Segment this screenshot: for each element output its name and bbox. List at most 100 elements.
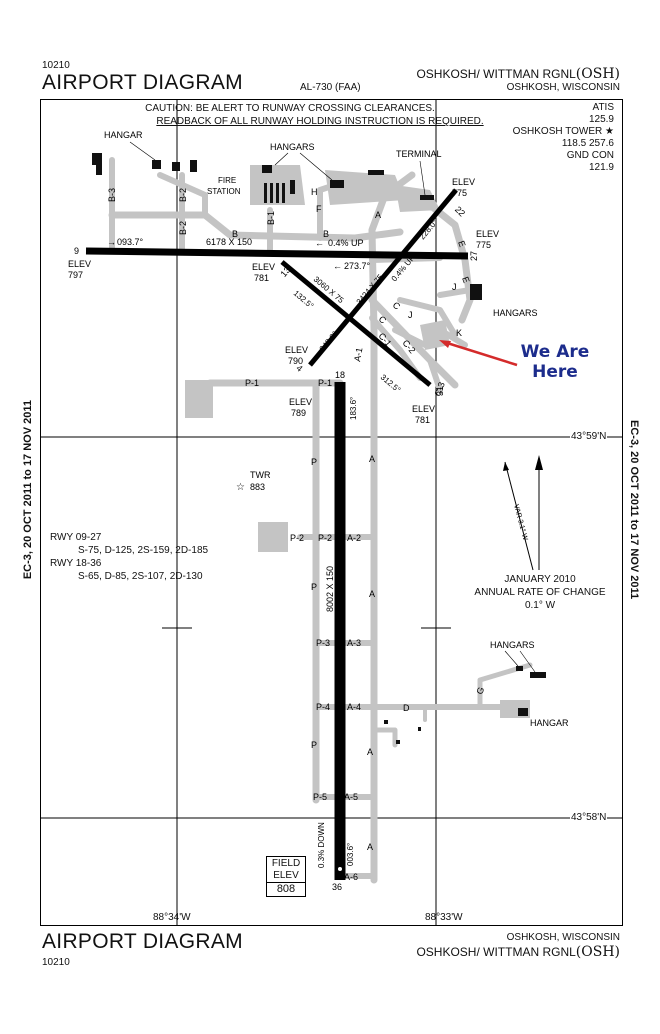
taxiway-h xyxy=(437,287,473,298)
rwy-36-heading: 003.6° xyxy=(346,843,355,866)
apron-hangars xyxy=(325,170,405,205)
field-elev-line1: FIELD xyxy=(271,858,301,869)
taxiway-g xyxy=(477,662,533,710)
twy-c-label-1: C xyxy=(377,314,389,326)
twy-p2-label-e: P-2 xyxy=(318,533,332,543)
tower-star-mark-icon: ★ xyxy=(605,126,614,137)
twy-g-label: G xyxy=(474,686,486,696)
atis-freq: 125.9 xyxy=(588,114,614,125)
chart-title-bottom: AIRPORT DIAGRAM xyxy=(42,930,243,953)
bldg-fire-c xyxy=(276,183,279,203)
caution-line-2: READBACK OF ALL RUNWAY HOLDING INSTRUCTI… xyxy=(156,116,484,127)
twy-p-label-2: P xyxy=(311,582,317,592)
we-are-here-label: We Are Here xyxy=(510,342,600,382)
rwy-9-number: 9 xyxy=(74,246,79,256)
label-fire-1: FIRE xyxy=(218,176,236,185)
atis-label: ATIS xyxy=(592,102,614,113)
elev-781a: 781 xyxy=(254,273,269,283)
rwy-36-number: 36 xyxy=(332,882,342,892)
taxiway-e xyxy=(426,201,474,324)
elev-label-797: ELEV xyxy=(68,259,91,269)
label-hangar-se: HANGAR xyxy=(530,718,569,728)
rwy-9-heading: 093.7° xyxy=(117,237,144,247)
bldg-small-3 xyxy=(418,727,421,731)
rwy-27-number: 27 xyxy=(469,251,479,261)
bldg-hangar-1 xyxy=(330,180,344,188)
rwy-13-number: 13 xyxy=(278,265,292,279)
rwy-27-arrow-icon: ← xyxy=(333,261,342,271)
elev-label-775b: ELEV xyxy=(476,229,499,239)
elev-label-781a: ELEV xyxy=(252,262,275,272)
we-are-here-line2: Here xyxy=(532,362,578,382)
taxiway-j xyxy=(397,297,458,338)
twy-e-label-2: E xyxy=(460,275,471,284)
label-hangars-e: HANGARS xyxy=(493,308,538,318)
elev-label-775a: ELEV xyxy=(452,177,475,187)
rwy-13-heading: 132.5° xyxy=(292,289,316,311)
elev-label-790: ELEV xyxy=(285,345,308,355)
twy-b2-label-2: B-2 xyxy=(178,221,188,235)
we-are-here-arrow xyxy=(443,340,518,367)
bldg-fire-d xyxy=(282,183,285,203)
rwy-27-heading: 273.7° xyxy=(344,261,371,271)
taxiway-network xyxy=(108,157,533,884)
twy-b2-label-1: B-2 xyxy=(178,188,188,202)
variation-label: VAR 3.1° W xyxy=(512,503,529,541)
apron-p2 xyxy=(258,522,288,552)
buildings xyxy=(92,153,546,744)
lat-bottom: 43°58'N xyxy=(570,812,608,823)
label-hangar-nw: HANGAR xyxy=(104,130,143,140)
bldg-fire xyxy=(262,165,272,173)
taxiway-b2-link xyxy=(157,172,208,218)
bldg-hangar-nw xyxy=(152,160,161,169)
bldg-small-2 xyxy=(396,740,400,744)
rwy-9-slope: 0.4% UP xyxy=(328,238,364,248)
airport-code-text: (OSH) xyxy=(575,66,620,82)
bldg-3 xyxy=(190,160,197,172)
variation-rate-value: 0.1° W xyxy=(524,600,556,611)
airport-city-bottom: OSHKOSH, WISCONSIN xyxy=(506,932,620,943)
tower-freq-label: OSHKOSH TOWER xyxy=(512,126,603,137)
elev-label-781b: ELEV xyxy=(412,404,435,414)
bldg-nw1 xyxy=(92,153,102,165)
we-are-here-line1: We Are xyxy=(520,342,590,362)
rwy-9-slope-arrow-icon: ← xyxy=(315,238,324,248)
bldg-2 xyxy=(172,162,180,171)
twy-a4-label: A-4 xyxy=(347,702,361,712)
bldg-fire-a xyxy=(264,183,267,203)
chart-id-top: 10210 xyxy=(42,60,70,71)
elev-775a: 775 xyxy=(452,188,467,198)
taxiway-c2 xyxy=(392,327,428,348)
taxiway-b xyxy=(108,211,404,242)
twy-j-label-2: J xyxy=(452,282,457,292)
twy-a2-label: A-2 xyxy=(347,533,361,543)
gnd-label: GND CON xyxy=(566,150,614,161)
rwy-18-slope: 0.3% DOWN xyxy=(317,822,326,868)
runway-4-22 xyxy=(308,188,458,367)
field-elev-line2: ELEV xyxy=(273,870,299,881)
bldg-se-1 xyxy=(516,666,523,671)
map-frame xyxy=(40,99,623,926)
rwy-09-27-strength: S-75, D-125, 2S-159, 2D-185 xyxy=(78,545,209,556)
rwy-31-number: 31 xyxy=(435,386,445,396)
stub-a xyxy=(371,727,398,748)
rwy-18-36-strength: S-65, D-85, 2S-107, 2D-130 xyxy=(78,571,203,582)
elev-781b: 781 xyxy=(415,415,430,425)
twy-b-label-2: B xyxy=(323,229,329,239)
twy-a3-label: A-3 xyxy=(347,638,361,648)
twy-h-label: H xyxy=(311,187,318,197)
twy-p4-label: P-4 xyxy=(316,702,330,712)
twy-b-label-1: B xyxy=(232,229,238,239)
apron-p1 xyxy=(185,380,213,418)
bldg-fire-e xyxy=(290,180,295,194)
twy-c-label-2: C xyxy=(391,300,403,312)
elev-789: 789 xyxy=(291,408,306,418)
left-margin-dates: EC-3, 20 OCT 2011 to 17 NOV 2011 xyxy=(22,400,34,580)
field-elev-value: 808 xyxy=(267,882,305,895)
caution-line-1: CAUTION: BE ALERT TO RUNWAY CROSSING CLE… xyxy=(145,103,435,114)
elev-790: 790 xyxy=(288,356,303,366)
bldg-terminal xyxy=(420,195,434,200)
twy-j-label-1: J xyxy=(408,310,413,320)
airport-name-bottom: OSHKOSH/ WITTMAN RGNL(OSH) xyxy=(416,944,620,960)
rwy-4-number: 4 xyxy=(294,363,304,374)
